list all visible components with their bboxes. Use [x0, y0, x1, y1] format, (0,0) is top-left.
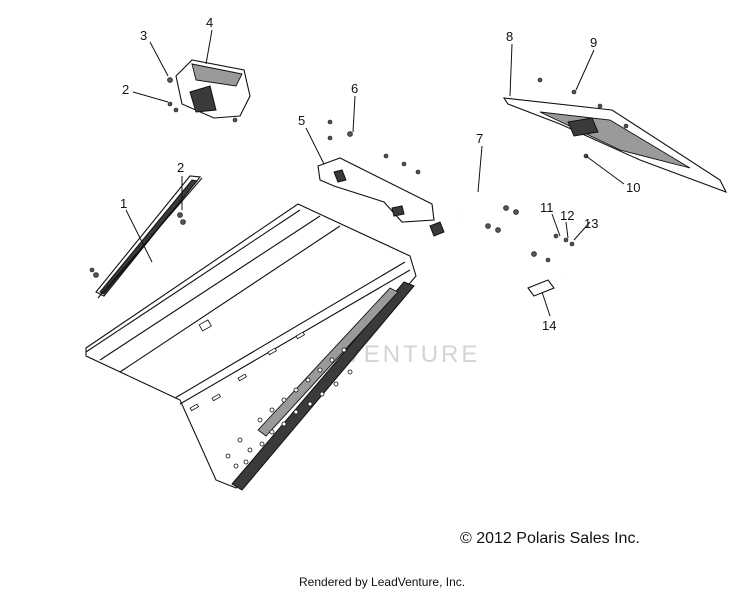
- callout-3: 3: [140, 28, 147, 43]
- callout-14: 14: [542, 318, 556, 333]
- part-7-bumper: [456, 175, 636, 279]
- callout-2-rail: 2: [177, 160, 184, 175]
- callout-12: 12: [560, 208, 574, 223]
- part-14-clamp: [527, 279, 555, 297]
- part-1-side-rail: [89, 175, 203, 299]
- callout-13: 13: [584, 216, 598, 231]
- callout-9: 9: [590, 35, 597, 50]
- callout-5: 5: [298, 113, 305, 128]
- callout-7: 7: [476, 131, 483, 146]
- part-5-bracket: [317, 119, 445, 237]
- callout-11: 11: [540, 200, 554, 215]
- callout-2-cover: 2: [122, 82, 129, 97]
- callout-10: 10: [626, 180, 640, 195]
- callout-6: 6: [351, 81, 358, 96]
- callout-8: 8: [506, 29, 513, 44]
- callout-4: 4: [206, 15, 213, 30]
- part-4-cover: [167, 59, 251, 123]
- part-2-fasteners: [177, 212, 186, 225]
- callout-1: 1: [120, 196, 127, 211]
- leader-lines: [125, 29, 625, 317]
- part-8-rear-plate: [502, 77, 728, 194]
- tunnel-body: [85, 203, 417, 491]
- copyright-text: © 2012 Polaris Sales Inc.: [460, 530, 640, 547]
- rendered-by-text: Rendered by LeadVenture, Inc.: [299, 575, 466, 589]
- callouts: 1 2 2 3 4 5 6 7 8 9 10 11 12 13 14: [120, 15, 640, 333]
